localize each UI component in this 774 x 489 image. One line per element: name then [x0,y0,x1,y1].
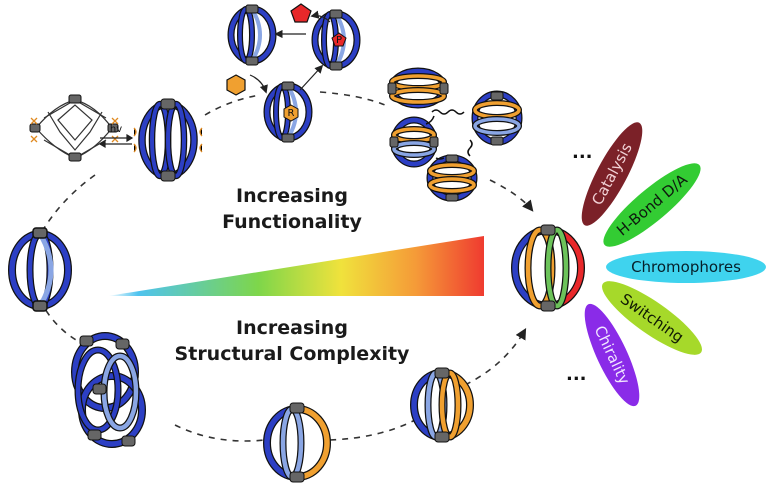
reactant-hexagon-icon [283,104,299,122]
metal-node-icon [289,471,305,483]
metal-node-icon [160,170,176,182]
metal-node-icon [121,435,136,447]
metal-node-icon [434,431,450,443]
connector-right-lower [464,328,527,386]
functionality-title-line1: Increasing [236,185,348,207]
connector-bottom-left [174,424,266,442]
linked-cage-4 [426,154,478,202]
linked-cage-3 [389,116,439,168]
petal-shape [606,251,766,283]
metal-node-icon [439,82,449,95]
metal-node-icon [445,154,459,163]
connector-upper-right [489,179,534,212]
metal-node-icon [68,94,82,104]
metal-node-icon [429,136,439,148]
metal-node-icon [29,123,41,133]
cage-interlocked-dimer [71,332,146,448]
complexity-title-line1: Increasing [236,317,348,339]
linker-wavy [435,157,445,160]
metal-node-icon [329,9,343,19]
cage-empty [227,4,277,66]
cage-heteroleptic [263,402,331,483]
connector-left-upper [39,174,96,236]
metal-node-icon [329,61,343,71]
cage-with-product: P [311,9,361,71]
metal-node-icon [32,227,48,239]
metal-node-icon [281,133,295,143]
metal-node-icon [490,136,504,146]
cage-photoswitch-open [29,94,119,162]
metal-node-icon [281,81,295,91]
metal-node-icon [387,82,397,95]
metal-node-icon [115,338,130,350]
metal-node-icon [389,136,399,148]
catalytic-cycle: P R [226,3,361,143]
functionality-gradient-wedge [108,236,484,296]
metal-node-icon [434,367,450,379]
metal-node-icon [107,123,119,133]
linked-cage-1 [387,67,449,109]
metal-node-icon [289,402,305,414]
metal-node-icon [32,300,48,312]
metal-node-icon [245,4,259,14]
metal-node-icon [160,98,176,110]
linked-cage-network [387,67,523,202]
cage-mixed-ligand [410,367,474,443]
metal-node-icon [445,193,459,202]
photo-switch-arrows [98,133,134,149]
cage-photoswitch-closed [133,98,203,182]
metal-node-icon [68,152,82,162]
linked-cage-2 [471,90,523,146]
petal-shape [584,303,640,407]
linker-wavy [431,109,465,115]
function-petals: Catalysis H-Bond D/A Chromophores Switch… [581,122,766,407]
metal-node-icon [245,56,259,66]
cage-multifunctional [511,224,585,312]
petal-shape [581,122,643,226]
cage-basic [8,227,72,312]
free-product-pentagon-icon [290,3,312,23]
metal-node-icon [490,91,504,101]
metal-node-icon [540,300,556,312]
functionality-title-line2: Functionality [222,211,362,233]
petal-chromophores: Chromophores [606,251,766,283]
metal-node-icon [87,429,102,441]
free-reactant-hexagon-icon [226,74,246,96]
linker-wavy [425,115,435,125]
ellipsis-top: ... [572,142,593,163]
connector-top-right [319,91,386,106]
cage-with-reactant: R [263,81,313,143]
product-label: P [336,35,342,46]
photo-switch-label: hv [110,124,122,135]
ellipsis-bottom: ... [566,364,587,385]
complexity-title-line2: Structural Complexity [175,343,410,365]
metal-node-icon [92,383,107,395]
petal-shape [602,281,702,355]
connector-top-left [204,94,261,116]
petal-label: Chromophores [631,258,741,276]
linker-wavy [467,139,473,157]
petal-shape [603,163,701,247]
connector-bottom-right [329,419,416,441]
metal-node-icon [540,224,556,236]
product-pentagon-icon [331,32,347,47]
metal-node-icon [79,335,94,347]
reactant-label: R [288,108,295,119]
